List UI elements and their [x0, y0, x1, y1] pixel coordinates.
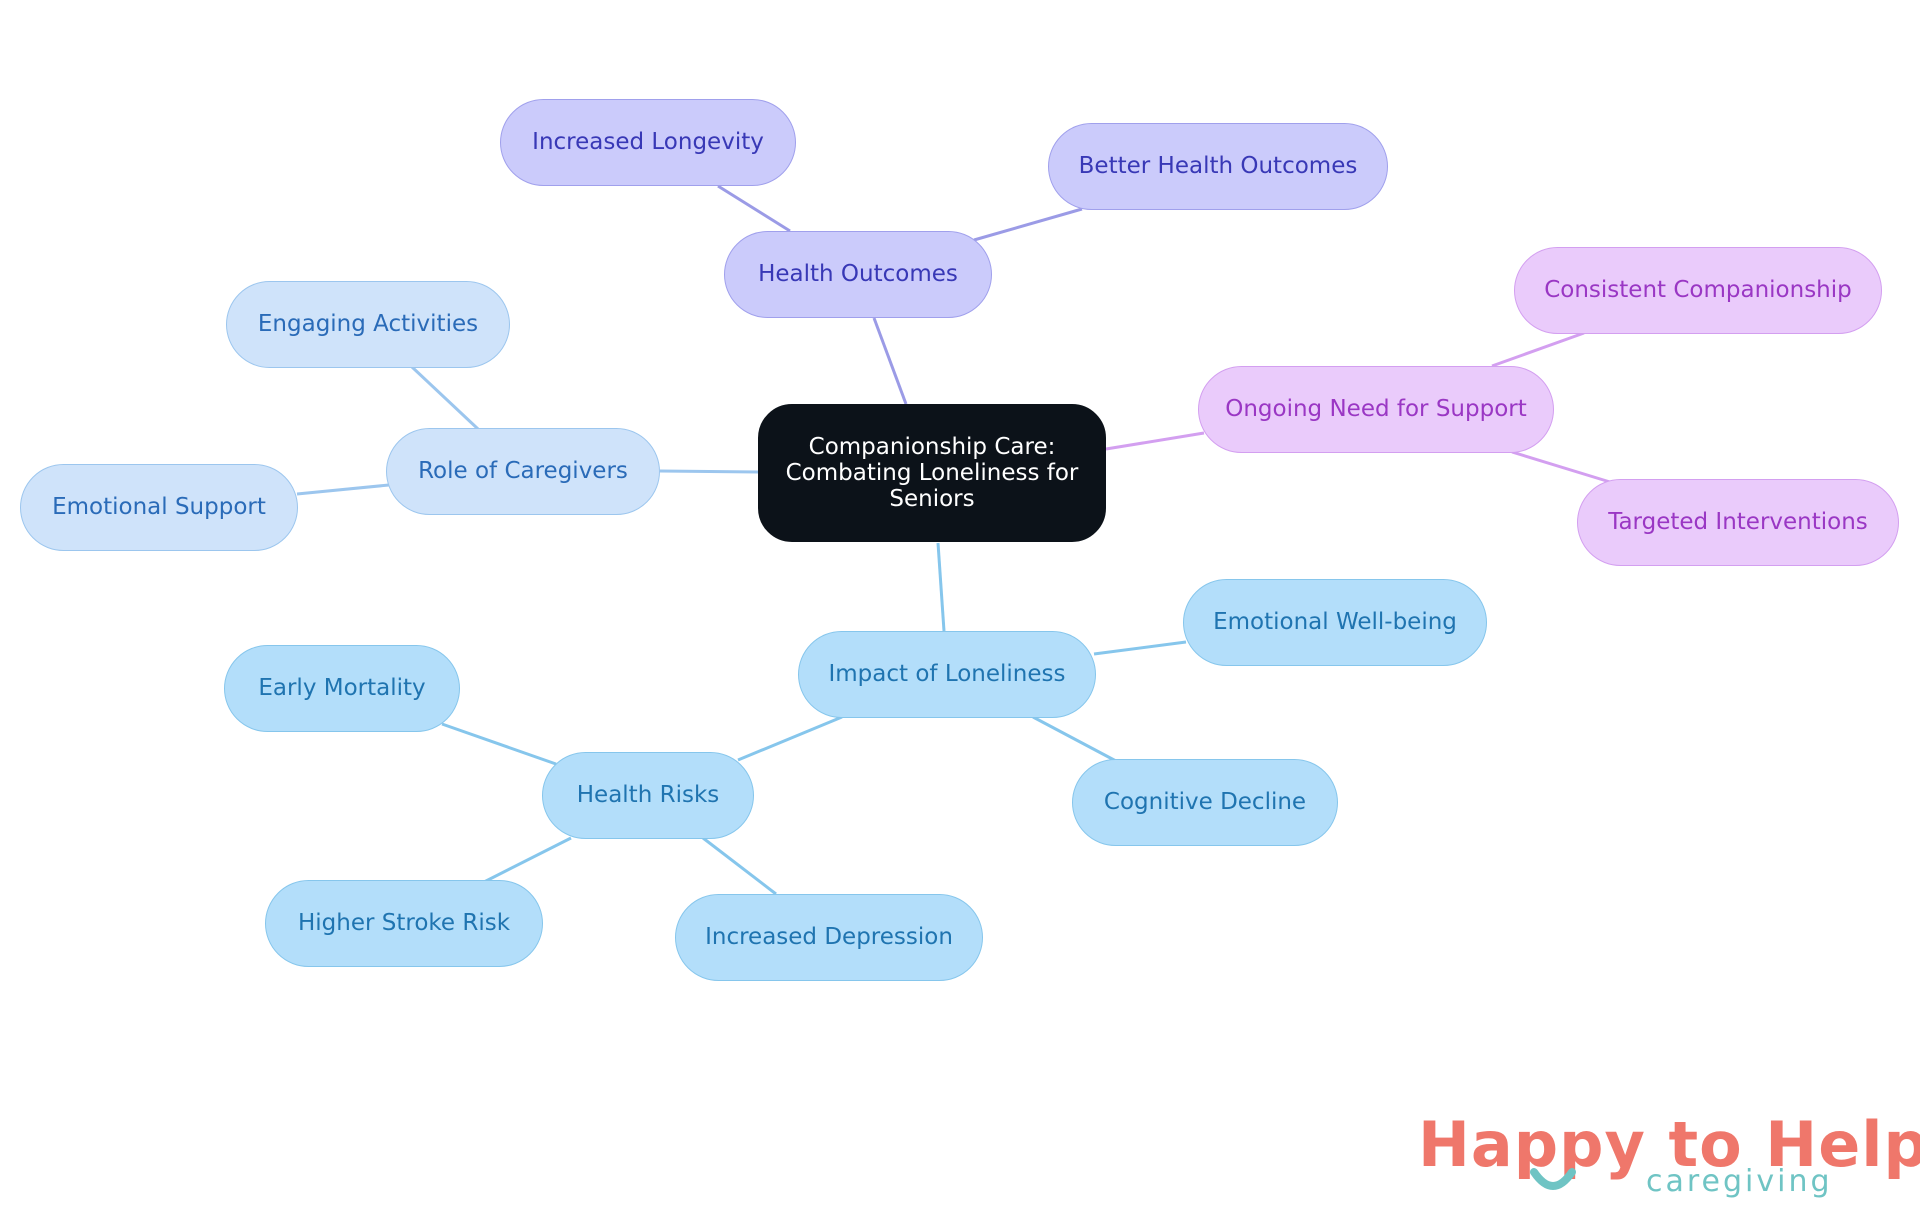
- edge-health-outcomes-increased-longevity: [717, 184, 791, 233]
- edge-ongoing-consistent: [1491, 331, 1585, 368]
- root-line-2: Combating Loneliness for: [785, 460, 1079, 486]
- edge-role-emotional-support: [296, 483, 390, 496]
- node-targeted-interventions: Targeted Interventions: [1577, 479, 1899, 566]
- root-line-1: Companionship Care:: [808, 434, 1056, 461]
- edge-role-engaging: [410, 365, 480, 431]
- node-higher-stroke-risk: Higher Stroke Risk: [265, 880, 543, 967]
- edge-impact-health-risks: [737, 715, 843, 762]
- edge-health-risks-depression: [702, 836, 777, 896]
- root-node: Companionship Care: Combating Loneliness…: [758, 404, 1106, 542]
- edge-ongoing-targeted: [1511, 450, 1611, 484]
- node-better-health-outcomes: Better Health Outcomes: [1048, 123, 1388, 210]
- node-increased-longevity: Increased Longevity: [500, 99, 796, 186]
- node-health-risks: Health Risks: [542, 752, 754, 839]
- edge-impact-cognitive: [1032, 715, 1117, 763]
- node-impact-of-loneliness: Impact of Loneliness: [798, 631, 1096, 718]
- edge-root-role-caregivers: [659, 469, 759, 474]
- node-emotional-support: Emotional Support: [20, 464, 298, 551]
- logo-sub-text: caregiving: [1646, 1164, 1833, 1199]
- smile-icon: [1530, 1168, 1576, 1190]
- root-line-3: Seniors: [889, 485, 975, 512]
- node-ongoing-need-for-support: Ongoing Need for Support: [1198, 366, 1554, 453]
- edge-root-ongoing-need: [1105, 431, 1205, 451]
- edge-impact-wellbeing: [1093, 640, 1187, 656]
- edge-health-outcomes-better-health: [973, 207, 1083, 242]
- edge-health-risks-stroke: [483, 836, 572, 884]
- logo-brand-text: Happy to Help: [1418, 1108, 1920, 1181]
- node-emotional-well-being: Emotional Well-being: [1183, 579, 1487, 666]
- happy-to-help-logo: Happy to Help caregiving: [1418, 1108, 1920, 1208]
- node-health-outcomes: Health Outcomes: [724, 231, 992, 318]
- node-early-mortality: Early Mortality: [224, 645, 460, 732]
- node-engaging-activities: Engaging Activities: [226, 281, 510, 368]
- node-consistent-companionship: Consistent Companionship: [1514, 247, 1882, 334]
- edge-root-impact: [936, 542, 946, 632]
- node-role-of-caregivers: Role of Caregivers: [386, 428, 660, 515]
- node-cognitive-decline: Cognitive Decline: [1072, 759, 1338, 846]
- node-increased-depression: Increased Depression: [675, 894, 983, 981]
- edge-root-health-outcomes: [872, 317, 908, 405]
- edge-health-risks-mortality: [441, 722, 557, 766]
